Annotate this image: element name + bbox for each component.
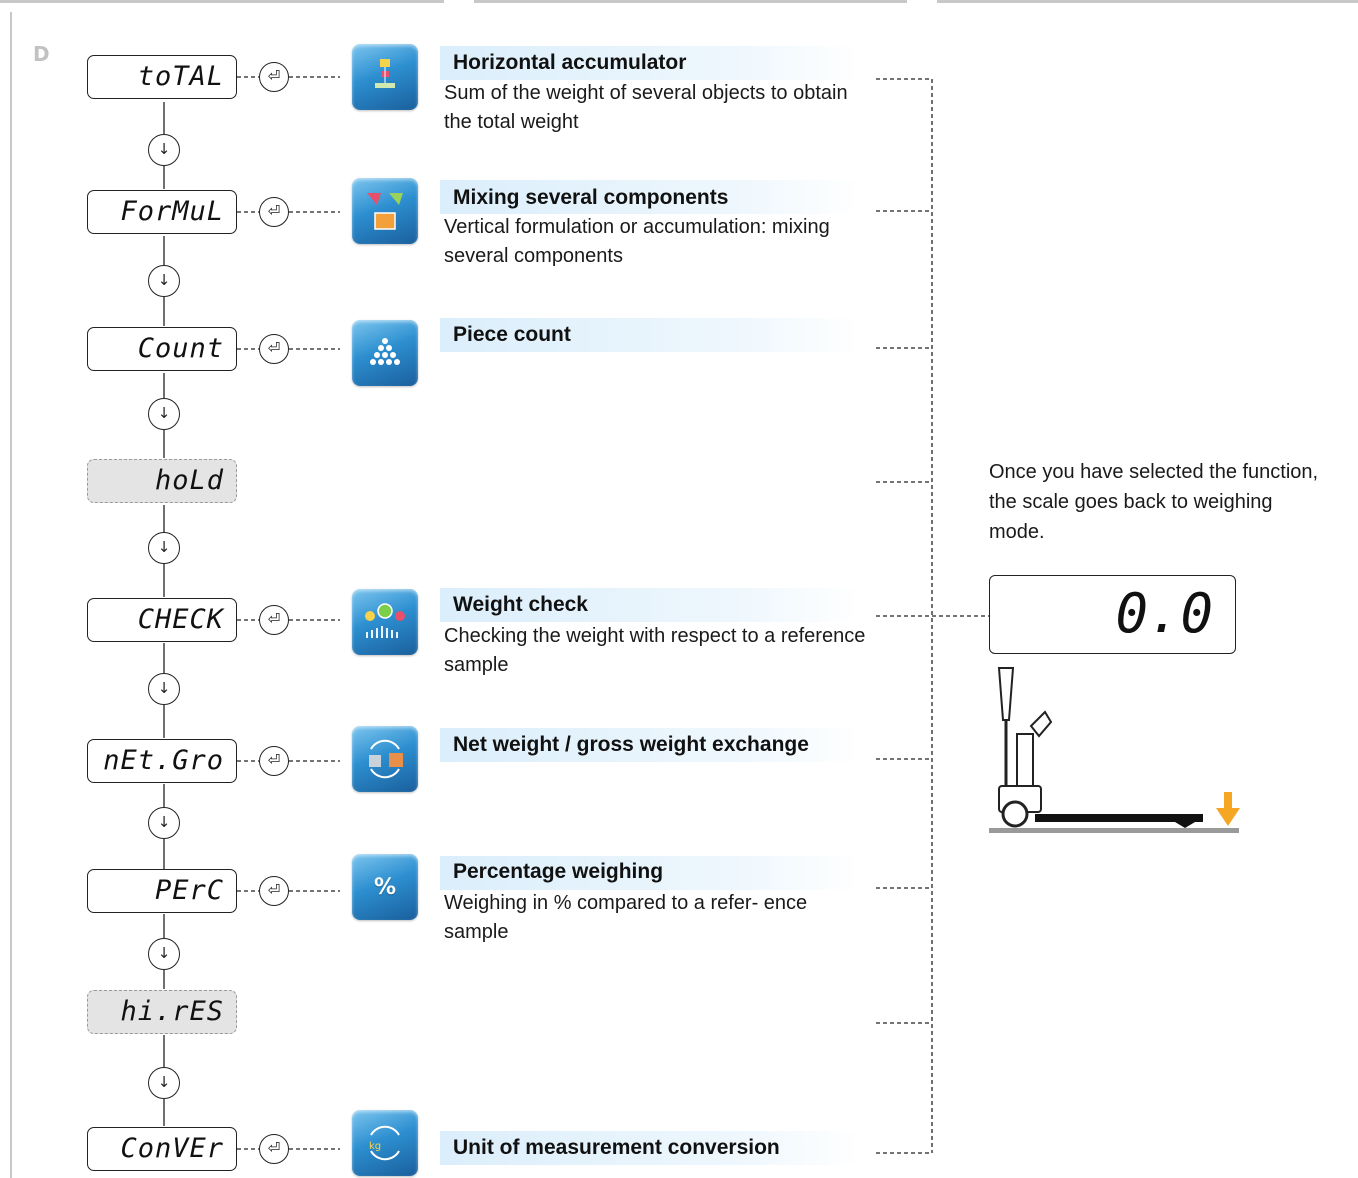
title-percentage-weighing: Percentage weighing	[453, 860, 664, 883]
title-horizontal-accumulator: Horizontal accumulator	[453, 51, 687, 74]
title-weight-check: Weight check	[453, 593, 588, 616]
scale-display-value: 0.0	[1115, 582, 1213, 645]
enter-icon: ⏎	[259, 1134, 289, 1164]
note-text: Once you have selected the function, the…	[989, 461, 1319, 543]
percentage-icon: %	[352, 854, 418, 920]
down-arrow-icon: ↓	[148, 673, 180, 705]
enter-icon: ⏎	[259, 334, 289, 364]
desc-horizontal-accumulator: Sum of the weight of several objects to …	[444, 82, 848, 133]
top-rule	[474, 0, 907, 3]
scale-display: 0.0	[989, 575, 1236, 654]
horizontal-accumulator-icon	[352, 44, 418, 110]
display-step-hold: hoLd	[87, 459, 237, 503]
section-letter: D	[33, 42, 50, 66]
title-unit-conversion: Unit of measurement conversion	[453, 1136, 780, 1159]
desc-mixing-components: Vertical formulation or accumulation: mi…	[444, 216, 830, 267]
percent-glyph: %	[373, 874, 397, 900]
kg-label: kg	[369, 1141, 381, 1152]
title-band	[440, 856, 860, 890]
display-step-count: Count	[87, 327, 237, 371]
title-mixing-components: Mixing several components	[453, 186, 729, 209]
display-step-formul: ForMuL	[87, 190, 237, 234]
pallet-scale-illustration	[989, 667, 1240, 833]
title-piece-count: Piece count	[453, 323, 571, 346]
enter-icon: ⏎	[259, 197, 289, 227]
unit-conversion-icon: kg	[352, 1110, 418, 1176]
top-rule	[937, 0, 1358, 3]
enter-icon: ⏎	[259, 876, 289, 906]
down-arrow-icon: ↓	[148, 265, 180, 297]
top-rule	[0, 0, 444, 3]
display-step-check: CHECK	[87, 598, 237, 642]
title-net-gross-exchange: Net weight / gross weight exchange	[453, 733, 809, 756]
desc-weight-check: Checking the weight with respect to a re…	[444, 625, 866, 676]
title-band	[440, 588, 860, 622]
down-arrow-icon: ↓	[148, 134, 180, 166]
mixing-components-icon	[352, 178, 418, 244]
down-arrow-icon: ↓	[148, 532, 180, 564]
down-arrow-icon: ↓	[148, 1067, 180, 1099]
title-band	[440, 46, 860, 80]
title-band	[440, 180, 860, 214]
display-step-total: toTAL	[87, 55, 237, 99]
desc-percentage-weighing: Weighing in % compared to a refer- ence …	[444, 892, 808, 943]
enter-icon: ⏎	[259, 605, 289, 635]
weight-check-icon	[352, 589, 418, 655]
down-arrow-icon: ↓	[148, 398, 180, 430]
enter-icon: ⏎	[259, 746, 289, 776]
enter-icon: ⏎	[259, 62, 289, 92]
title-band	[440, 318, 860, 352]
display-step-net-gro: nEt.Gro	[87, 739, 237, 783]
left-rule	[10, 12, 12, 1178]
down-arrow-icon: ↓	[148, 807, 180, 839]
display-step-hires: hi.rES	[87, 990, 237, 1034]
net-gross-exchange-icon	[352, 726, 418, 792]
display-step-conver: ConVEr	[87, 1127, 237, 1171]
title-band	[440, 1131, 860, 1165]
display-step-perc: PErC	[87, 869, 237, 913]
down-arrow-icon: ↓	[148, 938, 180, 970]
title-band	[440, 728, 860, 762]
piece-count-icon	[352, 320, 418, 386]
